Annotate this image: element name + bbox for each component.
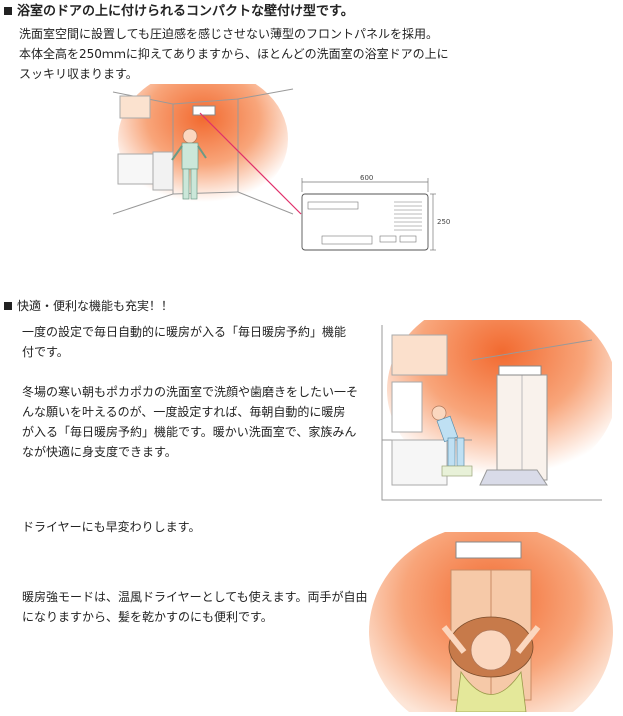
square-bullet-icon <box>4 302 12 310</box>
section1-line-2: 本体全高を250ｍｍに抑えてありますから、ほとんどの洗面室の浴室ドアの上に <box>19 47 449 61</box>
section2-intro-line-2: 付です。 <box>22 345 69 359</box>
pointer-line <box>199 112 302 215</box>
section1-line-1: 洗面室空間に設置しても圧迫感を感じさせない薄型のフロントパネルを採用。 <box>19 27 439 41</box>
dimension-height-label: 250 <box>437 218 450 226</box>
hair-drying-illustration <box>369 532 613 712</box>
dryer-line-2: になりますから、髪を乾かすのにも便利です。 <box>22 610 273 624</box>
section1-line-3: スッキリ収まります。 <box>19 67 138 81</box>
section2-intro-line-1: 一度の設定で毎日自動的に暖房が入る「毎日暖房予約」機能 <box>22 325 347 339</box>
dimension-drawing: 600 250 <box>301 174 450 251</box>
square-bullet-icon <box>4 7 12 15</box>
dimension-width-label: 600 <box>360 174 373 182</box>
heater-unit <box>455 541 522 559</box>
section1-heading: 浴室のドアの上に付けられるコンパクトな壁付け型です。 <box>4 4 354 20</box>
washroom-illustration <box>112 84 294 215</box>
morning-washroom-illustration <box>381 320 612 501</box>
section2-body-line-1: 冬場の寒い朝もポカポカの洗面室で洗顔や歯磨きをしたい一そ <box>22 385 359 399</box>
section2-body-line-4: なが快適に身支度できます。 <box>22 445 177 459</box>
section2-heading: 快適・便利な機能も充実！！ <box>4 298 173 314</box>
section2-body-line-3: が入る「毎日暖房予約」機能です。暖かい洗面室で、家族みん <box>22 425 357 439</box>
section2-heading-text: 快適・便利な機能も充実！！ <box>17 299 174 313</box>
dryer-heading: ドライヤーにも早変わりします。 <box>22 520 201 534</box>
dryer-line-1: 暖房強モードは、温風ドライヤーとしても使えます。両手が自由 <box>22 590 368 604</box>
section1-heading-text: 浴室のドアの上に付けられるコンパクトな壁付け型です。 <box>17 4 354 19</box>
section2-body-line-2: んな願いを叶えるのが、一度設定すれば、毎朝自動的に暖房 <box>22 405 346 419</box>
